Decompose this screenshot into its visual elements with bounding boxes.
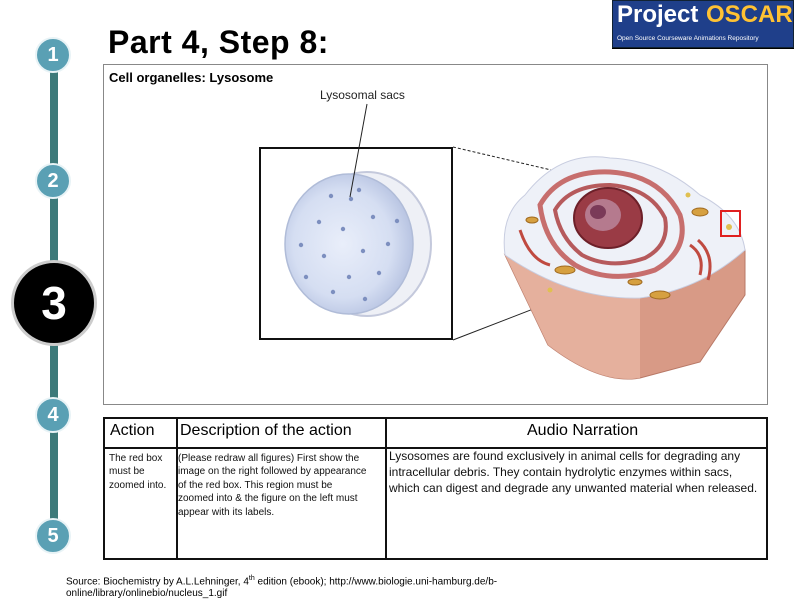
cell-action: The red box must be zoomed into. [109,453,167,491]
slide-title: Part 4, Step 8: [108,24,329,60]
figure-heading: Cell organelles: Lysosome [109,70,274,85]
logo-word-oscar: OSCAR [706,1,793,28]
column-divider-1 [176,419,178,558]
animal-cell-illustration [503,156,746,380]
cell-description: (Please redraw all figures) First show t… [178,453,367,518]
step-5-badge: 5 [35,518,71,554]
logo-underline [612,48,794,49]
table-header-row [105,419,766,449]
step-1-badge: 1 [35,37,71,73]
lysosome-illustration [284,171,432,317]
header-description: Description of the action [180,422,352,439]
logo-tagline: Open Source Courseware Animations Reposi… [617,35,759,42]
source-suffix: edition (ebook); http://www.biologie.uni… [66,576,498,600]
step-4-badge: 4 [35,397,71,433]
storyboard-table: Action Description of the action Audio N… [103,417,768,560]
header-audio-narration: Audio Narration [527,422,639,439]
project-oscar-logo: Project OSCAR Open Source Courseware Ani… [612,0,794,48]
source-citation: Source: Biochemistry by A.L.Lehninger, 4… [66,573,606,600]
lysosome-zoom-inset [259,147,453,340]
source-superscript: th [248,575,255,582]
red-zoom-box [720,210,741,237]
cell-audio-narration: Lysosomes are found exclusively in anima… [389,449,758,496]
source-prefix: Source: Biochemistry by A.L.Lehninger, 4 [66,576,249,588]
step-3-badge-active: 3 [11,260,97,346]
column-divider-2 [385,419,387,558]
header-action: Action [110,422,155,439]
logo-word-project: Project [617,1,699,28]
step-2-badge: 2 [35,163,71,199]
lysosomal-sacs-label: Lysosomal sacs [320,88,405,102]
label-pointer-line [349,103,368,198]
